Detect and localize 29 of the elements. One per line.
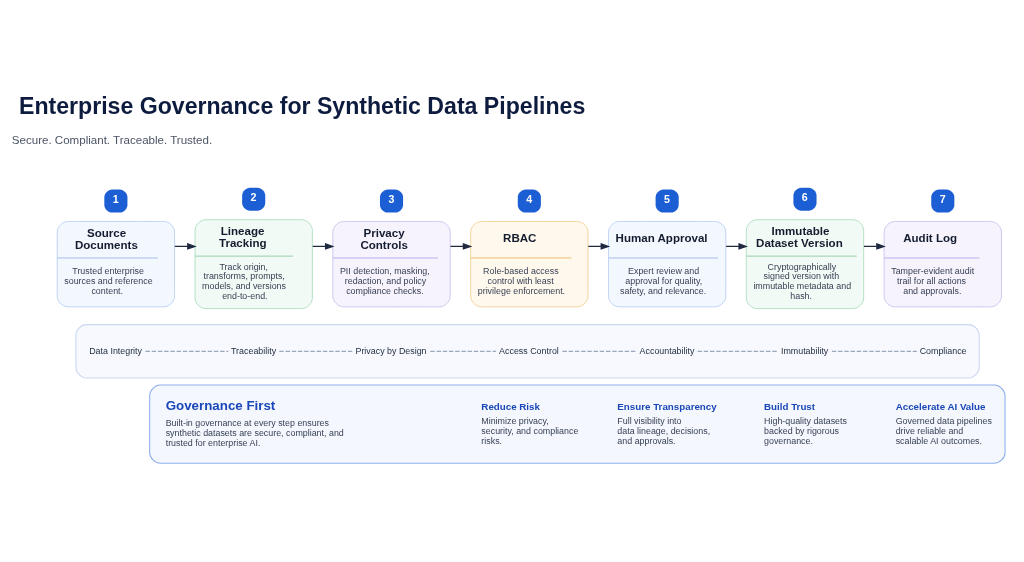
node-text: Immutability: [780, 345, 829, 356]
node-text: Governance First Built-in governance at every step ensures synthetic datasets are secure, compliant, and trusted for enterprise AI.: [165, 397, 344, 448]
node-text: Privacy by Design: [355, 345, 427, 356]
connector: [561, 350, 638, 352]
label: Secure. Compliant. Traceable. Trusted.: [11, 133, 213, 146]
connector: [144, 350, 229, 352]
node-text: Data Integrity: [89, 345, 143, 356]
node-text: Accelerate AI Value Governed data pipelines drive reliable and scalable AI outcomes.: [895, 400, 992, 446]
cluster: [149, 384, 1006, 464]
cluster: [75, 323, 980, 378]
node-text: Traceability: [231, 345, 277, 356]
node-label: 3: [388, 192, 395, 205]
node-label: 1: [112, 192, 119, 205]
node-label: 7: [939, 192, 946, 205]
connector: [278, 350, 354, 352]
node-text: Ensure Transparency Full visibility into data lineage, decisions, and approvals.: [617, 400, 717, 446]
connector: [429, 350, 497, 352]
node-label: 5: [664, 192, 670, 205]
node-text: Build Trust High-quality datasets backed by rigorous governance.: [764, 400, 847, 446]
node-text: Reduce Risk Minimize privacy, security, and compliance risks.: [481, 400, 579, 446]
node-text: Compliance: [919, 345, 967, 356]
connector: [696, 350, 779, 352]
node-text: Access Control: [499, 345, 559, 356]
node-label: 6: [801, 190, 808, 203]
connector: [831, 350, 918, 352]
node-label: 4: [526, 192, 533, 205]
node-label: 2: [250, 190, 257, 203]
diagram-title: Enterprise Governance for Synthetic Data Pipelines: [18, 92, 586, 119]
node-text: Accountability: [639, 345, 695, 356]
